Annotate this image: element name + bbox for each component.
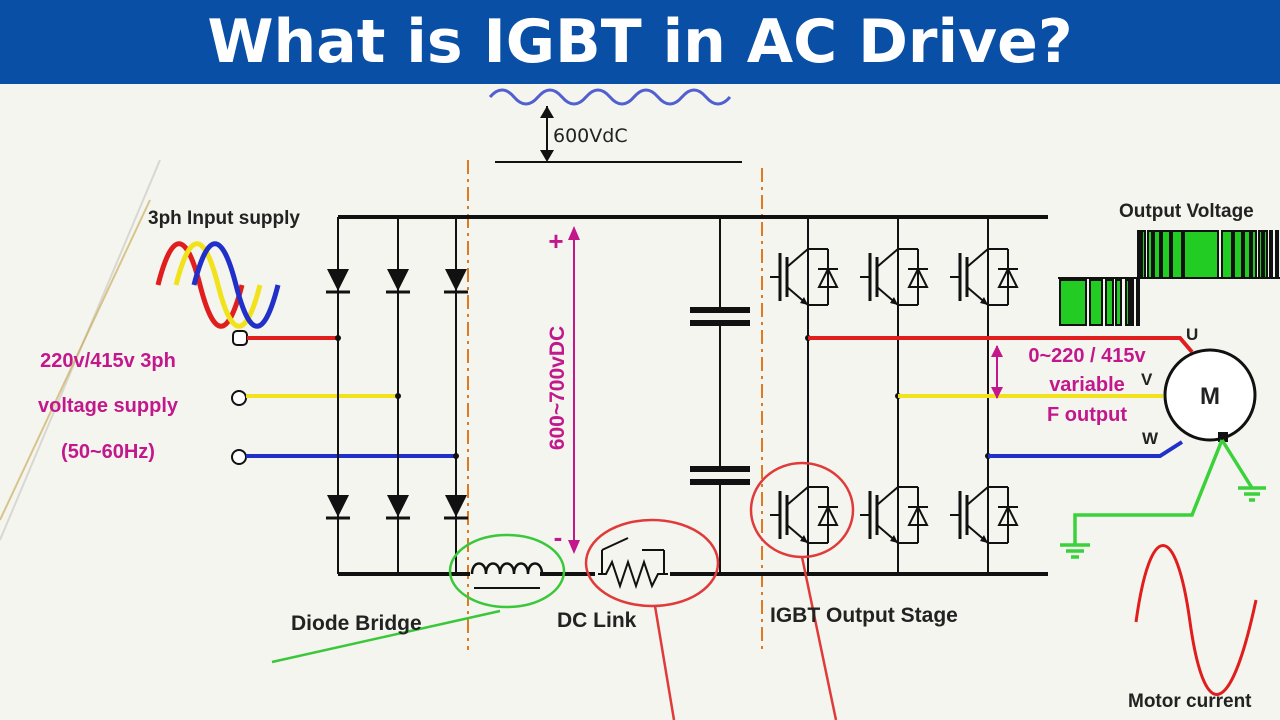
motor-circle [1163, 348, 1257, 442]
igbt-highlight-circle [749, 461, 855, 559]
pwm-pulse [1221, 230, 1233, 279]
three-phase-input-waves [155, 241, 281, 329]
pwm-pulse [1161, 230, 1171, 279]
pwm-pulse [1059, 279, 1087, 326]
dc-choke-inductor [470, 562, 544, 589]
pwm-pulse [1269, 230, 1273, 279]
resistor-pointer-line [653, 605, 676, 720]
resistor-highlight-circle [584, 518, 720, 608]
pwm-pulse [1130, 279, 1134, 326]
pwm-pulse [1115, 279, 1122, 326]
output-desc-line: F output [1047, 404, 1127, 426]
input-supply-label: 3ph Input supply [148, 208, 300, 229]
output-desc-line: variable [1049, 374, 1125, 396]
input-terminals [231, 330, 248, 465]
phase-label-u: U [1186, 325, 1198, 344]
pwm-pulse [1147, 230, 1153, 279]
ripple-wave [488, 88, 732, 106]
dc-link-label: DC Link [557, 609, 637, 632]
top-voltage-label: 600VdC [553, 125, 628, 147]
diode-bridge-label: Diode Bridge [291, 612, 422, 635]
pwm-pulse [1105, 279, 1114, 326]
title-banner: What is IGBT in AC Drive? [0, 0, 1280, 84]
output-voltage-label: Output Voltage [1119, 201, 1254, 222]
igbt-pointer-line [800, 556, 838, 720]
background-line [0, 199, 151, 521]
supply-desc-line: 220v/415v 3ph [40, 350, 176, 372]
pwm-pulse [1136, 279, 1140, 326]
motor-ground-wiring [1060, 439, 1266, 559]
choke-highlight-circle [448, 533, 566, 609]
pwm-pulse [1171, 230, 1183, 279]
pwm-pulse [1183, 230, 1219, 279]
pwm-pulse [1137, 230, 1141, 279]
pwm-pulse [1243, 230, 1251, 279]
choke-pointer-line [271, 609, 501, 664]
pwm-pulse [1263, 230, 1268, 279]
motor-label: M [1200, 383, 1220, 410]
igbt-stage-label: IGBT Output Stage [770, 604, 958, 627]
pwm-pulse [1125, 279, 1130, 326]
output-desc-line: 0~220 / 415v [1028, 345, 1146, 367]
phase-w-output-line [988, 440, 1184, 458]
precharge-resistor [595, 537, 670, 590]
pwm-pulse [1258, 230, 1263, 279]
plus-sign: + [548, 226, 563, 256]
dc-link-capacitors [690, 217, 750, 574]
pwm-pulse [1251, 230, 1257, 279]
page-title: What is IGBT in AC Drive? [207, 7, 1073, 77]
motor-current-wave [1134, 544, 1258, 696]
pwm-pulse [1233, 230, 1243, 279]
dc-bus-voltage-label: 600~700vDC [546, 326, 569, 450]
vfd-circuit-diagram: 600VdC 3ph Input supply 220v/415v 3ph vo… [0, 88, 1280, 720]
pwm-pulse [1153, 230, 1161, 279]
motor-ground-terminal [1218, 432, 1228, 442]
pwm-pulse [1141, 230, 1146, 279]
pwm-pulse [1275, 230, 1279, 279]
supply-description: 220v/415v 3ph voltage supply (50~60Hz) [38, 350, 179, 463]
phase-label-w: W [1142, 429, 1159, 448]
phase-label-v: V [1141, 370, 1153, 389]
phase-u-output-line [808, 336, 1194, 354]
supply-desc-line: (50~60Hz) [61, 441, 155, 463]
supply-desc-line: voltage supply [38, 395, 179, 417]
output-description: 0~220 / 415v variable F output [1028, 345, 1146, 426]
pwm-pulse [1089, 279, 1103, 326]
diode-bridge [324, 217, 470, 574]
motor-current-label: Motor current [1128, 691, 1252, 712]
minus-sign: - [554, 522, 563, 552]
